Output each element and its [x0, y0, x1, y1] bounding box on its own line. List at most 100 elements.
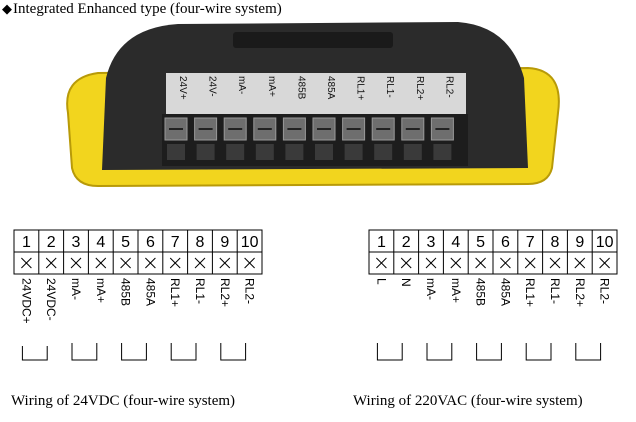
cross-mark: [500, 257, 511, 269]
cross-mark: [475, 257, 486, 269]
terminal-number: 1: [22, 234, 31, 251]
wiring-bracket: [426, 343, 453, 361]
photo-terminal-label: 485B: [295, 76, 306, 100]
photo-terminal-label: RL2-: [443, 76, 454, 98]
wiring-bracket: [575, 343, 602, 361]
terminal-label: 485B: [119, 278, 133, 306]
cross-mark: [194, 257, 206, 269]
terminal-clamp: [433, 144, 452, 160]
photo-terminal-label: 485A: [325, 76, 336, 100]
wiring-bracket: [170, 343, 197, 361]
terminal-number: 5: [476, 234, 485, 251]
wiring-bracket: [220, 343, 247, 361]
terminal-label: mA-: [424, 278, 438, 300]
terminal-number: 10: [596, 234, 614, 251]
terminal-number: 6: [501, 234, 510, 251]
cross-mark: [70, 257, 82, 269]
wiring-bracket: [71, 343, 98, 361]
terminal-number: 7: [171, 234, 180, 251]
terminal-label: mA-: [69, 278, 83, 300]
terminal-clamp: [344, 144, 363, 160]
cross-mark: [145, 257, 156, 269]
cross-mark: [574, 257, 586, 269]
photo-terminal-label: mA-: [236, 76, 247, 94]
photo-terminal-label: 24V+: [177, 76, 188, 100]
terminal-number: 8: [196, 234, 205, 251]
terminal-number: 10: [241, 234, 259, 251]
terminal-clamp: [167, 144, 185, 160]
photo-terminal-label: RL1-: [384, 76, 395, 98]
terminal-label: 485B: [474, 278, 488, 306]
terminal-number: 2: [402, 234, 411, 251]
cross-mark: [425, 257, 437, 269]
terminal-label: 24VDC+: [19, 278, 33, 324]
terminal-number: 3: [72, 234, 81, 251]
cross-mark: [400, 257, 412, 269]
cross-mark: [45, 257, 57, 269]
terminal-label: L: [374, 278, 388, 285]
section-title-text: Integrated Enhanced type (four-wire syst…: [13, 1, 282, 17]
label-strip: [166, 73, 466, 115]
photo-terminal-label: 24V-: [207, 76, 218, 97]
terminal-clamp: [196, 144, 215, 160]
terminal-label: RL2+: [218, 278, 232, 307]
terminal-clamp: [315, 144, 333, 160]
terminal-clamp: [285, 144, 304, 160]
terminal-label: RL2+: [573, 278, 587, 307]
cross-mark: [21, 257, 32, 269]
terminal-label: mA+: [449, 278, 463, 303]
terminal-number: 6: [146, 234, 155, 251]
cross-mark: [549, 257, 561, 269]
terminal-label: 24VDC-: [44, 278, 58, 321]
terminal-clamp: [226, 144, 245, 160]
terminal-label: RL1-: [548, 278, 562, 304]
terminal-label: N: [399, 278, 413, 287]
terminal-clamp: [403, 144, 422, 160]
terminal-number: 3: [427, 234, 436, 251]
terminal-number: 9: [575, 234, 584, 251]
cross-mark: [376, 257, 387, 269]
cross-mark: [169, 257, 181, 269]
cross-mark: [524, 257, 536, 269]
photo-terminal-label: RL1+: [355, 76, 366, 100]
terminal-label: 485A: [143, 278, 157, 306]
terminal-label: RL1-: [193, 278, 207, 304]
terminal-label: RL1+: [523, 278, 537, 307]
cross-mark: [244, 257, 255, 269]
terminal-number: 2: [47, 234, 56, 251]
terminal-number: 1: [377, 234, 386, 251]
terminal-label: mA+: [94, 278, 108, 303]
terminal-label: RL2-: [598, 278, 612, 304]
wiring-bracket: [525, 343, 552, 361]
terminal-number: 4: [96, 234, 105, 251]
cross-mark: [450, 257, 462, 269]
wiring-bracket: [476, 343, 502, 361]
terminal-number: 8: [551, 234, 560, 251]
top-slot: [233, 32, 393, 48]
terminal-label: RL1+: [168, 278, 182, 307]
terminal-label: 485A: [498, 278, 512, 306]
caption-220vac: Wiring of 220VAC (four-wire system): [353, 393, 583, 409]
cross-mark: [95, 257, 107, 269]
cross-mark: [219, 257, 231, 269]
caption-24vdc: Wiring of 24VDC (four-wire system): [11, 393, 236, 409]
terminal-clamp: [374, 144, 393, 160]
wiring-bracket: [21, 346, 48, 361]
cross-mark: [599, 257, 610, 269]
terminal-number: 7: [526, 234, 535, 251]
terminal-number: 9: [220, 234, 229, 251]
wiring-bracket: [376, 343, 403, 361]
diamond-bullet-icon: ◆: [2, 2, 12, 17]
section-title: ◆Integrated Enhanced type (four-wire sys…: [2, 1, 282, 18]
cross-mark: [120, 257, 131, 269]
terminal-number: 4: [451, 234, 460, 251]
terminal-number: 5: [121, 234, 130, 251]
photo-terminal-label: mA+: [266, 76, 277, 97]
terminal-label: RL2-: [243, 278, 257, 304]
